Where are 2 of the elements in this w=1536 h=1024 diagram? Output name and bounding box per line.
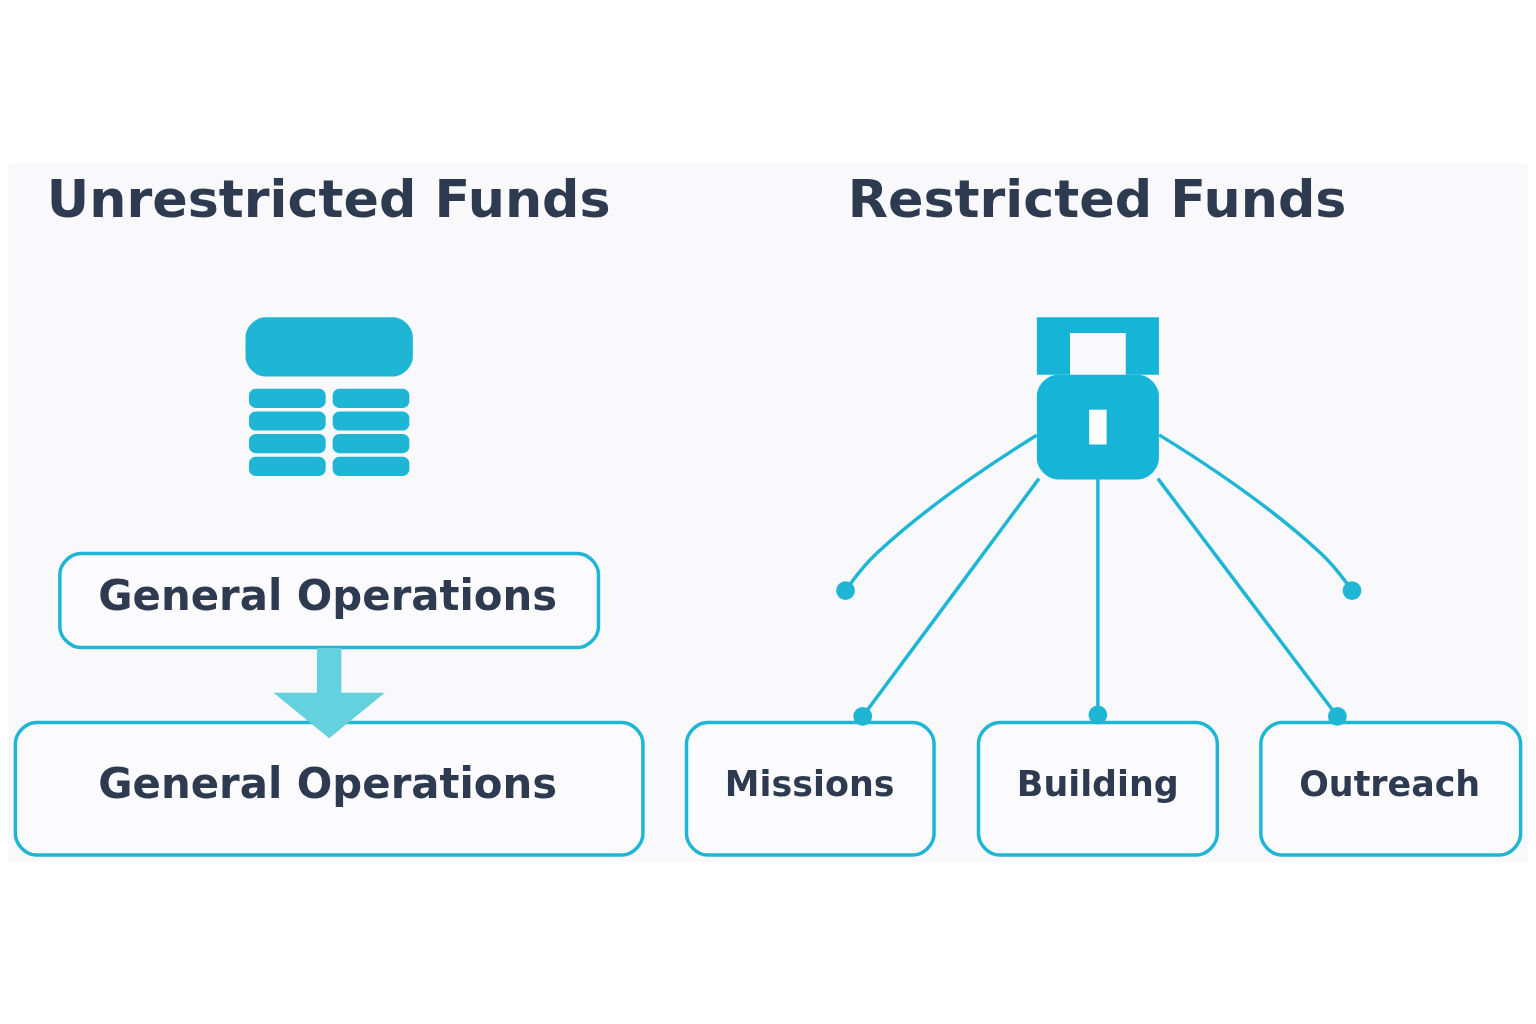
label: Restricted Funds: [847, 167, 1347, 229]
label: Unrestricted Funds: [46, 167, 611, 229]
